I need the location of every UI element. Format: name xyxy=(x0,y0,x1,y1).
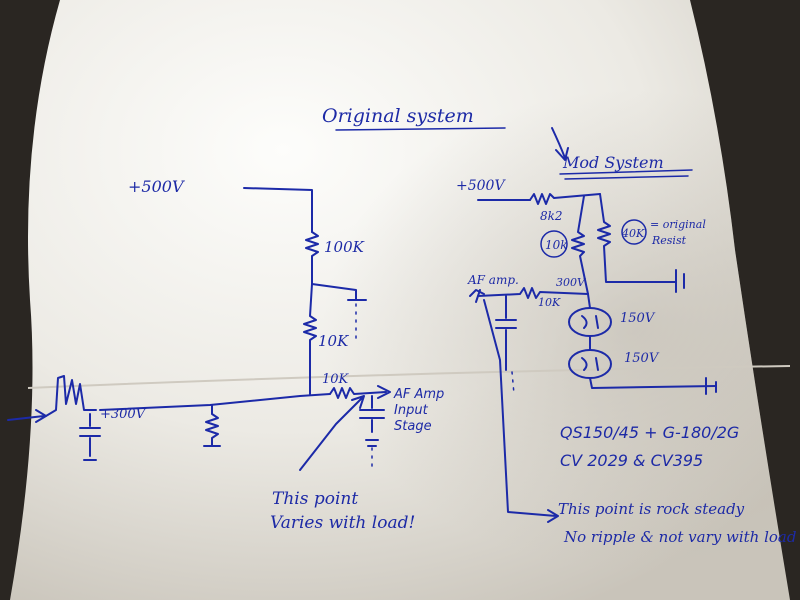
orig-note-pointer xyxy=(299,395,365,471)
paper-shadow xyxy=(10,0,790,600)
orig-input-cap xyxy=(79,413,101,461)
title-original-system: Original system xyxy=(322,105,474,127)
orig-input-voltage: +300V xyxy=(100,407,147,422)
resistor-40k xyxy=(597,193,677,283)
orig-ground-resistor xyxy=(203,404,221,447)
mod-tube-types-2: CV 2029 & CV395 xyxy=(560,451,703,470)
orig-af-stage-line-2: Input xyxy=(394,403,429,418)
mod-40k-ground xyxy=(675,269,685,293)
mod-af-amp-label: AF amp. xyxy=(467,273,519,287)
paper-fold xyxy=(27,365,791,389)
orig-capacitor xyxy=(359,395,385,447)
mod-node-voltage: 300V xyxy=(556,276,586,289)
orig-af-stage-line-1: AF Amp xyxy=(393,387,444,402)
orig-r-top-label: 100K xyxy=(324,238,365,256)
orig-supply-rail xyxy=(243,187,313,233)
orig-input-component xyxy=(45,375,97,417)
orig-note-line-2: Varies with load! xyxy=(270,513,415,533)
mod-cap-dots xyxy=(511,371,515,395)
mod-tube2-label: 150V xyxy=(624,351,660,366)
resistor-10k-shunt xyxy=(303,283,317,395)
orig-output-arrow xyxy=(377,385,391,399)
mod-title-underline xyxy=(559,169,693,180)
mod-r-10k-label: 10k xyxy=(545,238,568,252)
mod-tube-types-1: QS150/45 + G-180/2G xyxy=(560,423,739,442)
r-10k-marker xyxy=(540,230,568,258)
tube-150v-1 xyxy=(568,307,612,337)
orig-r-mid-label: 10K xyxy=(318,332,349,350)
resistor-10k-series xyxy=(329,387,387,399)
resistor-10k-mod-series xyxy=(477,287,589,299)
r-40k-marker xyxy=(621,219,647,245)
orig-r-series-label: 10K xyxy=(322,372,350,387)
tube-150v-1-symbol xyxy=(581,315,599,329)
orig-main-line xyxy=(99,393,331,411)
orig-divider-tap xyxy=(311,283,357,301)
mod-ground-symbol xyxy=(705,377,717,395)
mod-r-8k2-label: 8k2 xyxy=(540,209,563,223)
title-mod-system: Mod System xyxy=(562,153,664,172)
mod-tube-line xyxy=(587,293,717,389)
resistor-8k2 xyxy=(529,193,601,205)
tube-150v-2 xyxy=(568,349,612,379)
mod-note-line-2: No ripple & not vary with load xyxy=(563,528,796,546)
tube-150v-2-symbol xyxy=(581,357,599,371)
mod-r-40k-note-1: = original xyxy=(650,218,706,231)
mod-tube1-label: 150V xyxy=(620,311,656,326)
orig-af-stage-line-3: Stage xyxy=(394,419,432,434)
mod-note-pointer xyxy=(483,299,559,523)
arrow-to-mod-title xyxy=(551,127,569,161)
mod-r-series-label: 10K xyxy=(538,296,561,309)
resistor-100k xyxy=(305,231,319,285)
mod-supply-label: +500V xyxy=(456,178,506,194)
title-underline xyxy=(335,127,506,131)
resistor-10k-mod xyxy=(571,195,589,295)
mod-r-40k-label: 40K xyxy=(621,227,645,240)
orig-supply-label: +500V xyxy=(128,177,185,196)
mod-r-40k-note-2: Resist xyxy=(651,234,687,247)
mod-note-line-1: This point is rock steady xyxy=(558,500,745,518)
mod-capacitor xyxy=(495,295,517,371)
orig-note-line-1: This point xyxy=(272,489,358,509)
